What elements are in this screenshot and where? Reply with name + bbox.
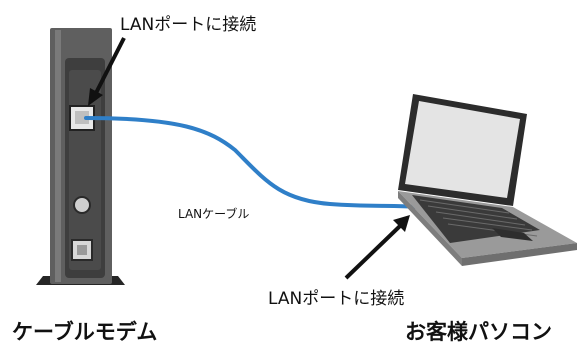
- cable-label: LANケーブル: [178, 207, 250, 221]
- pc-caption: お客様パソコン: [405, 320, 552, 344]
- arrow-head-icon: [393, 215, 410, 232]
- arrow-to-laptop-port: [344, 215, 410, 280]
- modem-lan-port-inner: [75, 111, 89, 124]
- arrow-to-modem-port: [88, 37, 126, 106]
- laptop-screen: [405, 101, 520, 198]
- laptop: [398, 94, 577, 266]
- laptop-base-edge: [462, 243, 577, 266]
- modem-caption: ケーブルモデム: [12, 320, 158, 344]
- modem-power-port-inner: [77, 245, 87, 255]
- lan-cable: [84, 116, 417, 209]
- arrow-head-icon: [88, 88, 103, 106]
- modem-side-highlight: [55, 30, 61, 282]
- laptop-base-front: [398, 191, 462, 266]
- modem-round-button: [73, 196, 91, 214]
- modem-port-callout: LANポートに接続: [120, 15, 257, 35]
- laptop-port-callout: LANポートに接続: [268, 289, 405, 309]
- laptop-touchpad: [492, 228, 533, 241]
